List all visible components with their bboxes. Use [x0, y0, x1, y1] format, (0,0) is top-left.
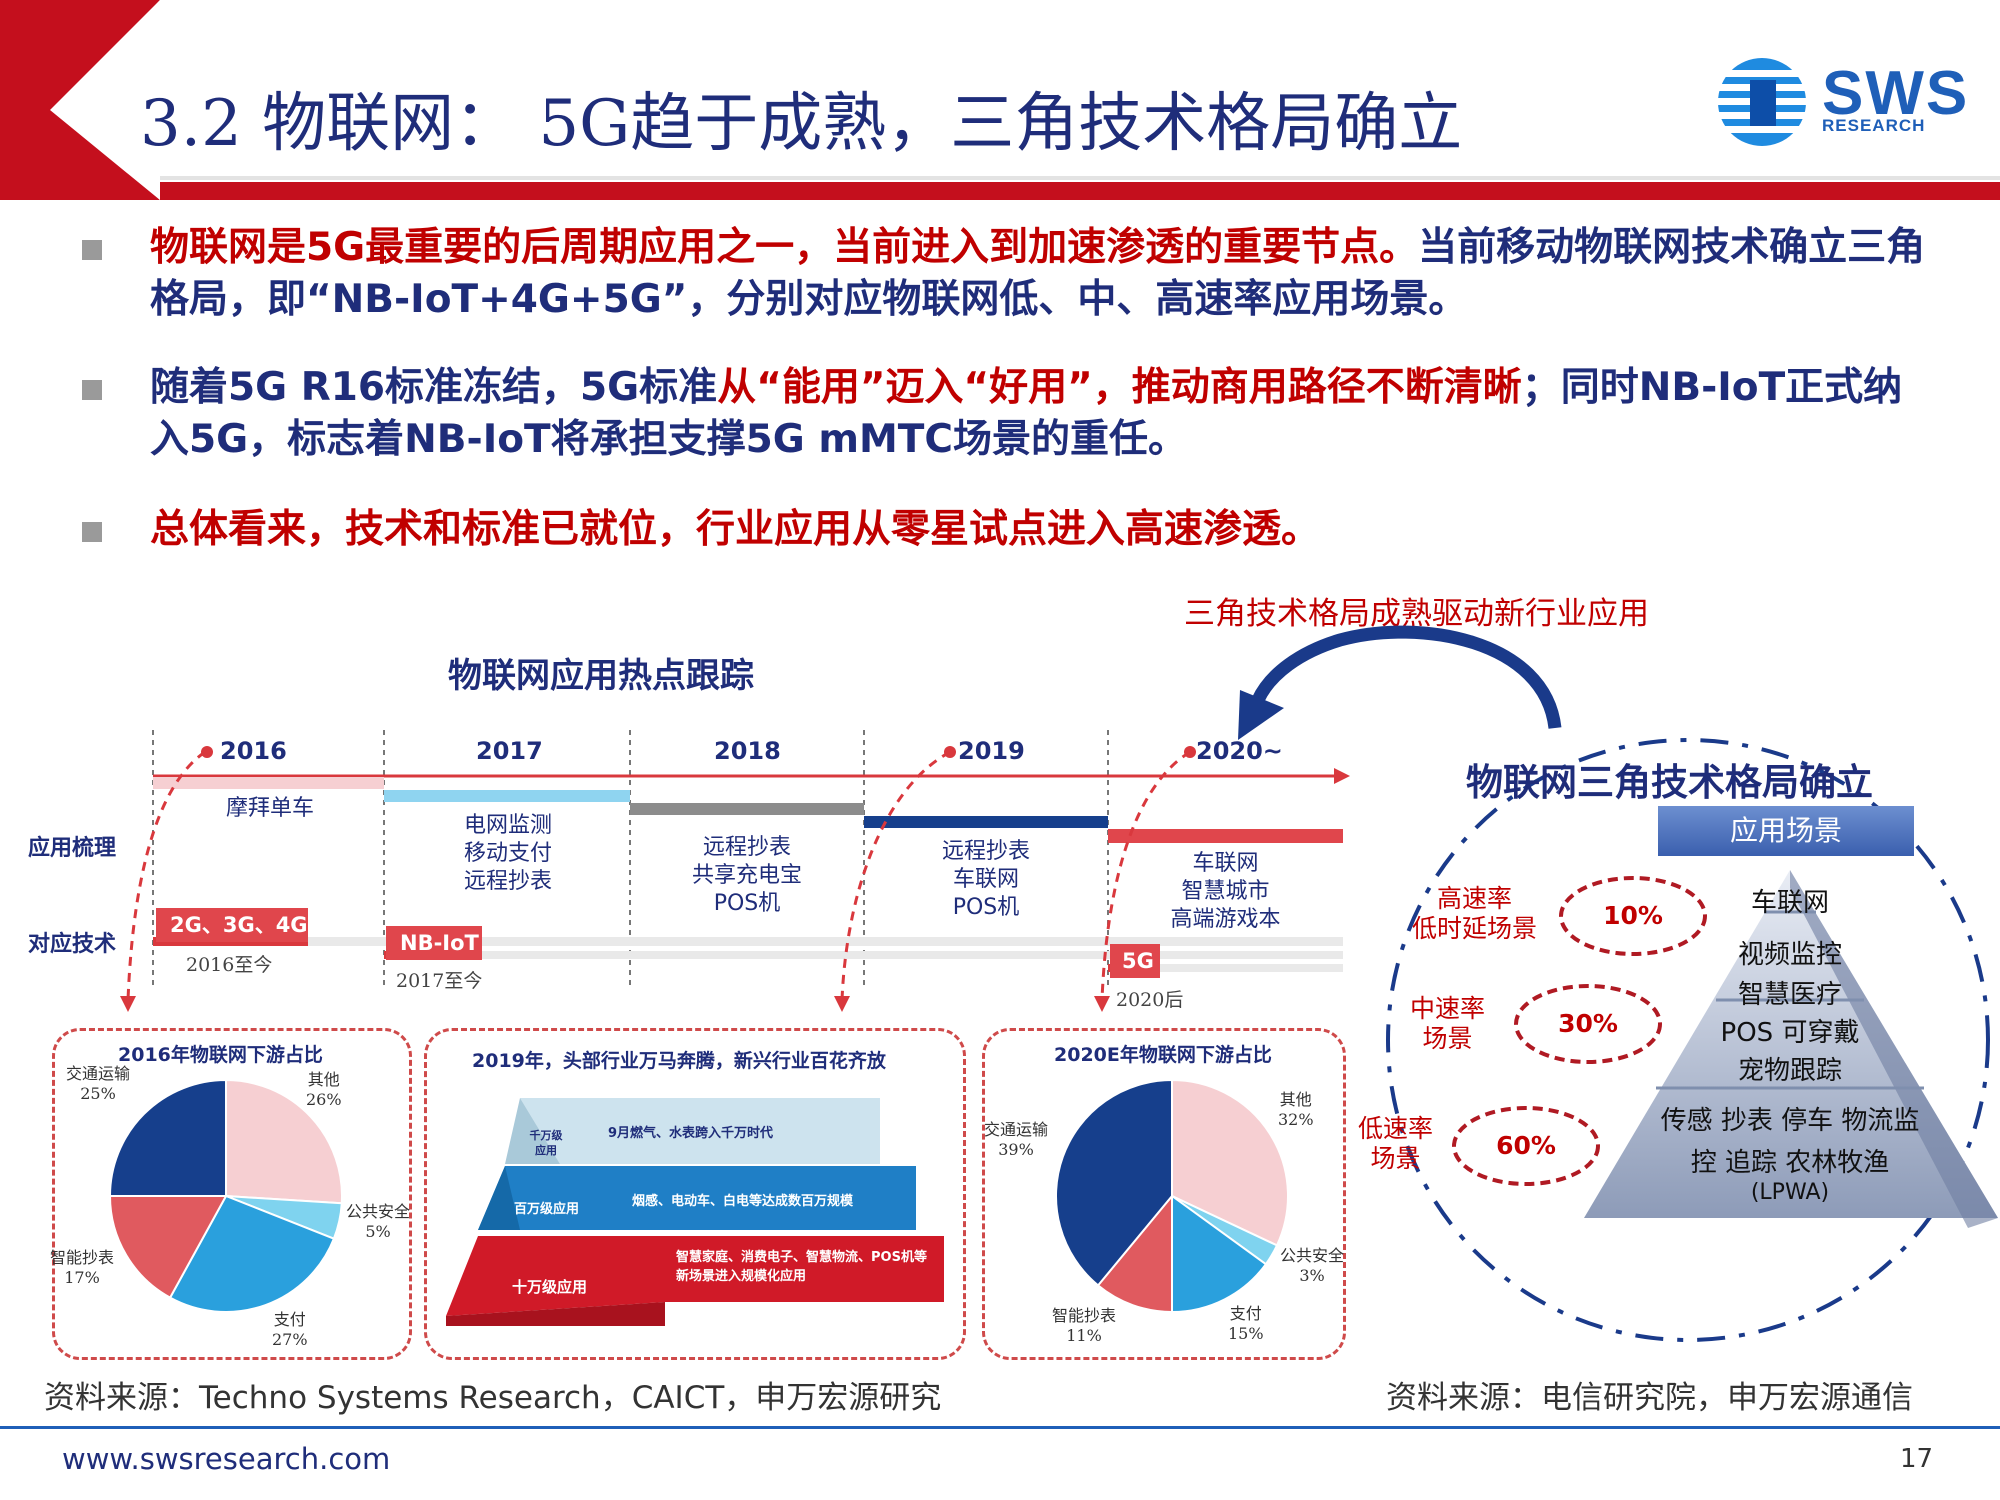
timeline-year: 2016	[220, 737, 287, 765]
bullet-marker	[82, 380, 102, 400]
page-title: 3.2 物联网： 5G趋于成熟，三角技术格局确立	[140, 87, 1463, 161]
timeline-year: 2017	[476, 737, 543, 765]
bullet-marker	[82, 522, 102, 542]
tier-level-2: 百万级应用	[514, 1202, 580, 1217]
app-cell: 摩拜单车	[225, 796, 314, 821]
logo-subtitle: RESEARCH	[1822, 116, 1926, 135]
scene-low: 低速率 场景	[1358, 1114, 1434, 1173]
curved-arrow-icon	[1238, 625, 1562, 740]
pyramid-item: 宠物跟踪	[1737, 1056, 1842, 1086]
footer-rule	[0, 1426, 2000, 1429]
pie-slice-交通运输	[1055, 1078, 1173, 1287]
bullet-3: 总体看来，技术和标准已就位，行业应用从零星试点进入高速渗透。	[150, 504, 1930, 556]
scene-mid: 中速率 场景	[1410, 994, 1486, 1053]
app-cell: 远程抄表 车联网 POS机	[941, 839, 1030, 920]
tier-desc-3: 智慧家庭、消费电子、智慧物流、POS机等 新场景进入规模化应用	[676, 1250, 927, 1284]
row-label-app: 应用梳理	[28, 836, 117, 861]
triangle-circle-frame	[1386, 738, 1998, 1342]
pie-slice-智能抄表	[108, 1195, 228, 1300]
page-number: 17	[1900, 1444, 1934, 1474]
right-title: 物联网三角技术格局确立	[1466, 761, 1873, 804]
timeline-year: 2018	[714, 737, 781, 765]
logo-wordmark: SWS	[1822, 59, 1970, 128]
tier-panel	[424, 1028, 966, 1360]
footer-url[interactable]: www.swsresearch.com	[62, 1442, 391, 1476]
header-decoration	[0, 0, 2000, 200]
pie-slice-交通运输	[108, 1078, 227, 1197]
ratio-low: 60%	[1496, 1131, 1556, 1160]
pie-slice-其他	[1171, 1078, 1289, 1247]
bullet-marker	[82, 240, 102, 260]
tech-label-4g: 2G、3G、4G	[156, 908, 308, 942]
app-cell: 车联网 智慧城市 高端游戏本	[1170, 851, 1281, 932]
tech-label-5g: 5G	[1110, 944, 1160, 978]
pie-2016-panel	[52, 1028, 412, 1360]
pyramid-item: POS 可穿戴	[1720, 1018, 1860, 1048]
scene-header: 应用场景	[1658, 806, 1914, 856]
pyramid-item: 控 追踪 农林牧渔	[1690, 1148, 1890, 1178]
bullet-3-highlight: 总体看来，技术和标准已就位，行业应用从零星试点进入高速渗透。	[150, 507, 1321, 552]
tier-pyramid-graphic	[446, 1098, 944, 1326]
row-label-tech: 对应技术	[28, 932, 117, 957]
pie-slice-其他	[225, 1078, 343, 1205]
ratio-high: 10%	[1603, 901, 1663, 930]
tech-since: 2020后	[1116, 989, 1184, 1011]
pie-2020-title: 2020E年物联网下游占比	[1054, 1044, 1272, 1066]
ratio-mid: 30%	[1558, 1009, 1618, 1038]
tech-since: 2016至今	[186, 954, 273, 976]
source-left: 资料来源：Techno Systems Research，CAICT，申万宏源研…	[44, 1380, 942, 1416]
app-cell: 电网监测 移动支付 远程抄表	[463, 813, 552, 894]
pie-slice-智能抄表	[1096, 1193, 1173, 1314]
bullet-2-text-a: 随着5G R16标准冻结，5G标准	[150, 365, 718, 410]
pyramid-item: 视频监控	[1737, 940, 1842, 970]
tier-title: 2019年，头部行业万马奔腾，新兴行业百花齐放	[472, 1050, 886, 1072]
source-right: 资料来源：电信研究院，申万宏源通信	[1386, 1380, 1913, 1416]
pyramid-item: 传感 抄表 停车 物流监	[1660, 1106, 1920, 1136]
timeline-year: 2020~	[1196, 737, 1283, 765]
bullet-1-text: 当前移动物联网技术确立三角格局，即“NB-IoT+4G+5G”，分别对应物联网低…	[150, 225, 1926, 322]
timeline-year: 2019	[958, 737, 1025, 765]
app-cell: 远程抄表 共享充电宝 POS机	[691, 835, 802, 916]
pyramid-item: 车联网	[1750, 888, 1829, 918]
tech-label-nbiot: NB-IoT	[386, 926, 482, 960]
bullet-2-highlight: 从“能用”迈入“好用”，推动商用路径不断清晰	[717, 365, 1522, 410]
tier-level-1: 千万级 应用	[529, 1129, 563, 1157]
tier-desc-1: 9月燃气、水表跨入千万时代	[608, 1126, 774, 1141]
bullet-1: 物联网是5G最重要的后周期应用之一，当前进入到加速渗透的重要节点。当前移动物联网…	[150, 222, 1930, 326]
tier-level-3: 十万级应用	[512, 1278, 588, 1296]
bullet-2-text-c: ；同时NB-IoT正式纳入5G，标志着NB-IoT将承担支撑5G mMTC场景的…	[150, 365, 1903, 462]
tier-desc-2: 烟感、电动车、白电等达成数百万规模	[632, 1194, 854, 1209]
scene-high: 高速率 低时延场景	[1412, 884, 1538, 943]
pie-slice-支付	[1171, 1194, 1268, 1314]
timeline-title: 物联网应用热点跟踪	[448, 656, 754, 696]
pie-2016-title: 2016年物联网下游占比	[118, 1044, 323, 1066]
tech-since: 2017至今	[396, 970, 483, 992]
pyramid-item: 智慧医疗	[1737, 980, 1842, 1010]
bullet-1-highlight: 物联网是5G最重要的后周期应用之一，当前进入到加速渗透的重要节点。	[150, 225, 1419, 270]
pie-2020-panel	[982, 1028, 1346, 1360]
pyramid-item: (LPWA)	[1750, 1180, 1830, 1205]
sws-logo-icon	[1718, 58, 1806, 146]
bullet-2: 随着5G R16标准冻结，5G标准从“能用”迈入“好用”，推动商用路径不断清晰；…	[150, 362, 1930, 466]
